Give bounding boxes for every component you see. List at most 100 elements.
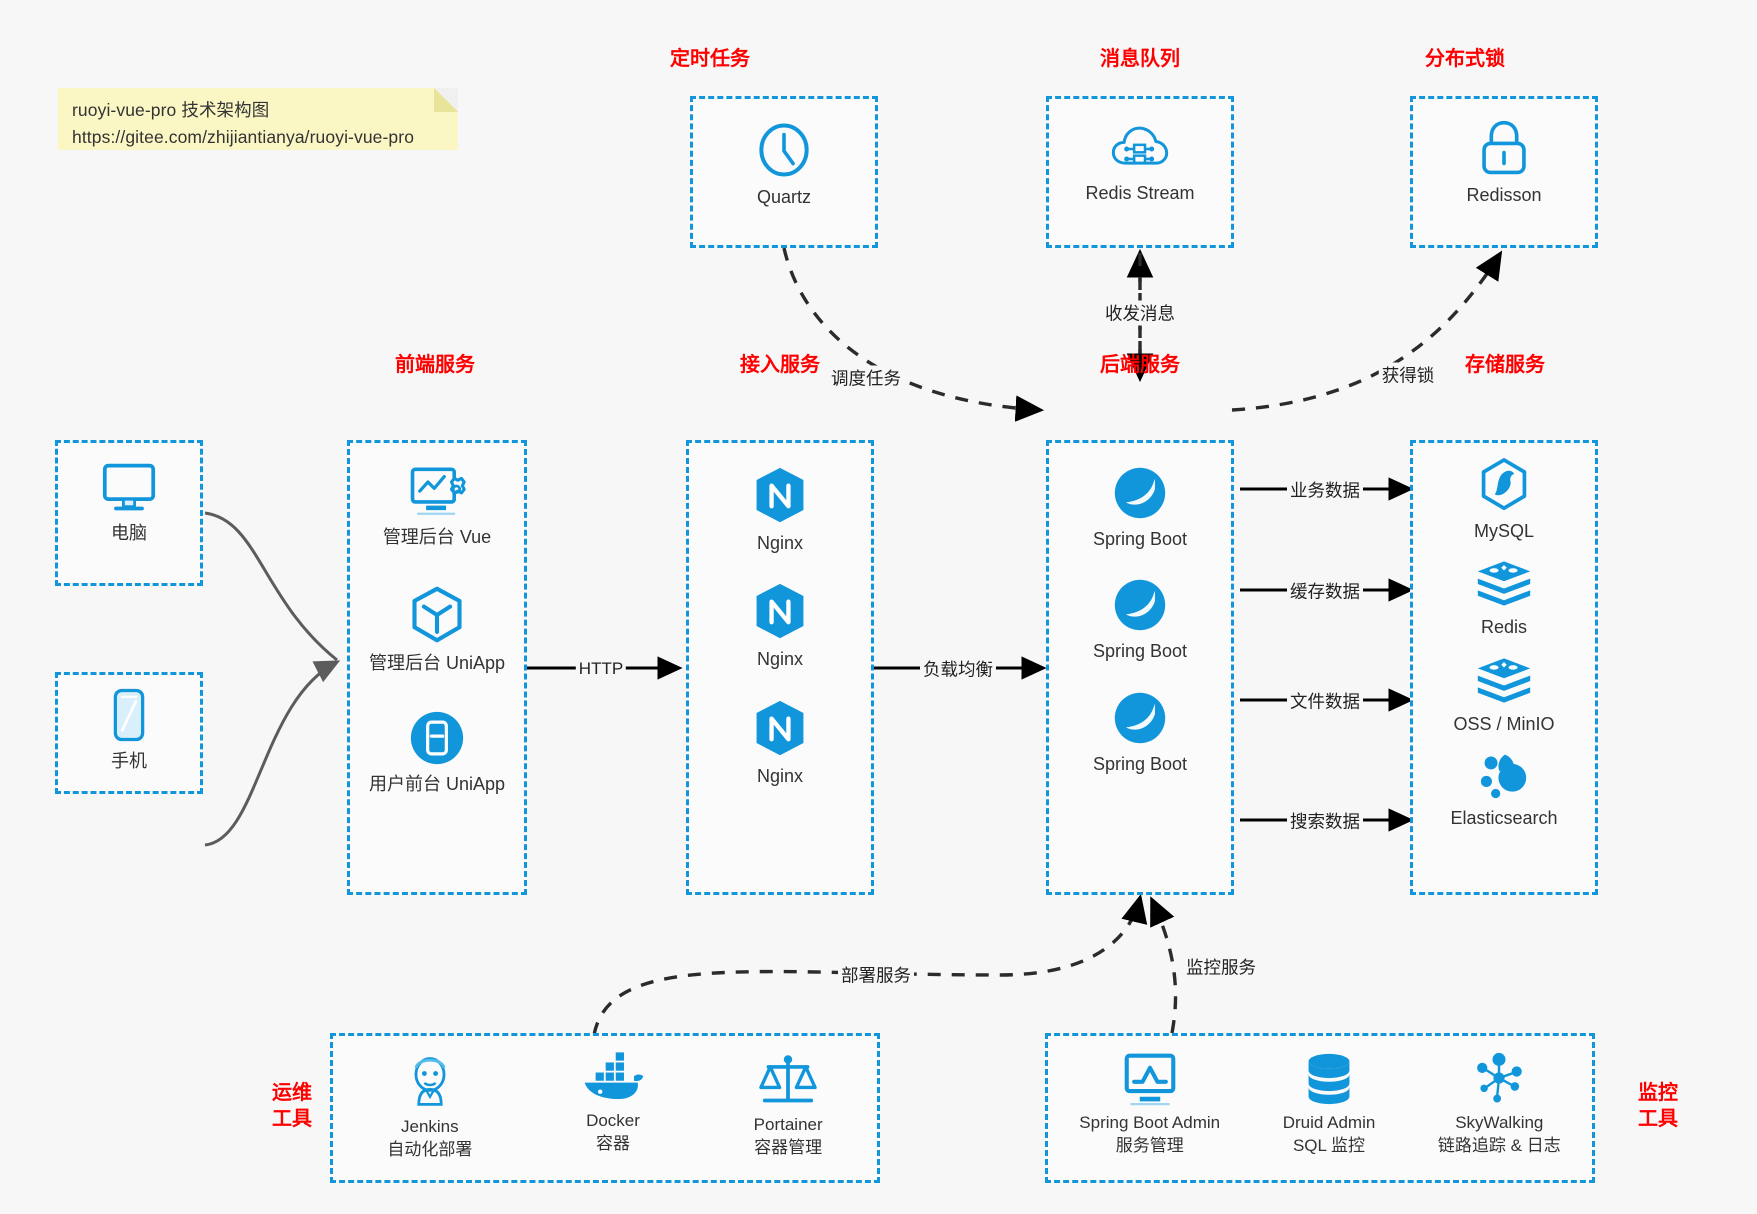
node-label: Jenkins 自动化部署 xyxy=(387,1117,473,1159)
node-label: Spring Boot xyxy=(1092,641,1188,662)
spring-boot-icon xyxy=(1114,692,1166,743)
group-title-frontend: 前端服务 xyxy=(395,354,475,376)
node-label: 管理后台 Vue xyxy=(382,527,492,547)
group-title-mq: 消息队列 xyxy=(1100,48,1180,70)
node-redis: Redis xyxy=(1413,559,1595,639)
node-label: 管理后台 UniApp xyxy=(368,653,506,674)
nginx-icon xyxy=(756,467,804,523)
group-box-devops: Jenkins 自动化部署 Docker 容器 xyxy=(330,1033,880,1183)
node-label: Nginx xyxy=(756,533,804,553)
node-user-uniapp: 用户前台 UniApp xyxy=(350,710,524,796)
node-label: MySQL xyxy=(1473,521,1534,541)
node-label: Docker 容器 xyxy=(586,1111,640,1153)
node-label: Druid Admin SQL 监控 xyxy=(1282,1113,1376,1155)
node-spring-boot-1: Spring Boot xyxy=(1049,465,1231,551)
group-box-scheduler: Quartz xyxy=(690,96,878,248)
group-title-devops: 运维 工具 xyxy=(272,1082,312,1130)
note-line-1: ruoyi-vue-pro 技术架构图 xyxy=(72,100,270,120)
node-label: 电脑 xyxy=(111,523,147,543)
node-nginx-1: Nginx xyxy=(689,465,871,555)
node-redis-stream: Redis Stream xyxy=(1049,123,1231,205)
node-label: 手机 xyxy=(111,751,147,771)
node-spring-boot-2: Spring Boot xyxy=(1049,577,1231,663)
node-quartz: Quartz xyxy=(693,121,875,209)
cloud-stream-icon xyxy=(1111,126,1169,165)
group-title-lock: 分布式锁 xyxy=(1425,48,1505,70)
lock-icon xyxy=(1482,120,1526,175)
jenkins-icon xyxy=(414,1057,446,1106)
edge-label-monitor-service: 监控服务 xyxy=(1183,954,1259,980)
node-portainer: Portainer 容器管理 xyxy=(754,1052,823,1160)
edge-label-send-receive-message: 收发消息 xyxy=(1102,300,1178,326)
node-docker: Docker 容器 xyxy=(581,1052,645,1156)
monitor-chart-icon xyxy=(1124,1053,1176,1106)
node-label: Quartz xyxy=(756,187,812,207)
group-box-backend: Spring Boot Spring Boot Spring Boot xyxy=(1046,440,1234,895)
node-druid-admin: Druid Admin SQL 监控 xyxy=(1282,1052,1376,1158)
edge-label-business-data: 业务数据 xyxy=(1287,477,1363,503)
edge-label-file-data: 文件数据 xyxy=(1287,688,1363,714)
edge-label-acquire-lock: 获得锁 xyxy=(1378,362,1438,388)
node-admin-uniapp: 管理后台 UniApp xyxy=(350,585,524,675)
group-box-monitor: Spring Boot Admin 服务管理 Druid Admin SQL 监… xyxy=(1045,1033,1595,1183)
group-box-frontend: 管理后台 Vue 管理后台 UniApp 用户前台 UniApp xyxy=(347,440,527,895)
group-box-storage: MySQL Redis OSS / MinIO xyxy=(1410,440,1598,895)
node-skywalking: SkyWalking 链路追踪 & 日志 xyxy=(1438,1052,1561,1158)
group-title-storage: 存储服务 xyxy=(1465,354,1545,376)
node-label: OSS / MinIO xyxy=(1453,713,1555,734)
clock-icon xyxy=(759,123,809,177)
node-label: Nginx xyxy=(756,765,804,786)
edge-label-search-data: 搜索数据 xyxy=(1287,808,1363,834)
node-label: Spring Boot xyxy=(1092,529,1188,549)
node-label: Elasticsearch xyxy=(1450,807,1558,828)
node-nginx-2: Nginx xyxy=(689,581,871,671)
desktop-icon xyxy=(102,463,156,511)
elasticsearch-icon xyxy=(1480,754,1527,799)
note-fold-corner xyxy=(434,88,458,112)
skywalking-icon xyxy=(1477,1052,1523,1103)
node-nginx-3: Nginx xyxy=(689,698,871,788)
group-box-mq: Redis Stream xyxy=(1046,96,1234,248)
group-box-lock: Redisson xyxy=(1410,96,1598,248)
node-label: Nginx xyxy=(756,649,804,670)
edge-label-cache-data: 缓存数据 xyxy=(1287,578,1363,604)
node-desktop: 电脑 xyxy=(58,461,200,545)
nginx-icon xyxy=(756,700,804,755)
node-label: Spring Boot xyxy=(1092,753,1188,774)
spring-boot-icon xyxy=(1114,467,1166,519)
redis-icon xyxy=(1477,561,1531,606)
edge-label-schedule-task: 调度任务 xyxy=(828,365,904,391)
node-redisson: Redisson xyxy=(1413,119,1595,207)
spring-boot-icon xyxy=(1114,580,1166,631)
oss-icon xyxy=(1477,658,1531,703)
edge-label-http: HTTP xyxy=(575,659,627,679)
node-label: Redis Stream xyxy=(1085,183,1195,203)
group-title-gateway: 接入服务 xyxy=(740,354,820,376)
group-box-client-phone: 手机 xyxy=(55,672,203,794)
group-title-backend: 后端服务 xyxy=(1100,354,1180,376)
group-title-scheduler: 定时任务 xyxy=(670,48,750,70)
node-spring-boot-3: Spring Boot xyxy=(1049,690,1231,776)
group-title-monitor: 监控 工具 xyxy=(1638,1082,1678,1130)
mobile-app-icon xyxy=(410,711,464,764)
node-phone: 手机 xyxy=(58,687,200,773)
node-label: 用户前台 UniApp xyxy=(368,773,506,794)
mysql-icon xyxy=(1481,458,1527,511)
node-label: SkyWalking 链路追踪 & 日志 xyxy=(1437,1113,1561,1155)
node-label: Redisson xyxy=(1466,185,1542,205)
cube-icon xyxy=(412,586,462,643)
phone-icon xyxy=(113,688,145,742)
node-label: Spring Boot Admin 服务管理 xyxy=(1079,1113,1221,1155)
node-spring-boot-admin: Spring Boot Admin 服务管理 xyxy=(1079,1052,1220,1158)
nginx-icon xyxy=(756,584,804,639)
group-box-client-desktop: 电脑 xyxy=(55,440,203,586)
dashboard-icon xyxy=(410,467,466,515)
node-admin-vue: 管理后台 Vue xyxy=(350,465,524,549)
node-elasticsearch: Elasticsearch xyxy=(1413,750,1595,830)
node-oss-minio: OSS / MinIO xyxy=(1413,656,1595,736)
node-label: Portainer 容器管理 xyxy=(753,1115,823,1157)
edge-label-load-balance: 负载均衡 xyxy=(920,656,996,682)
